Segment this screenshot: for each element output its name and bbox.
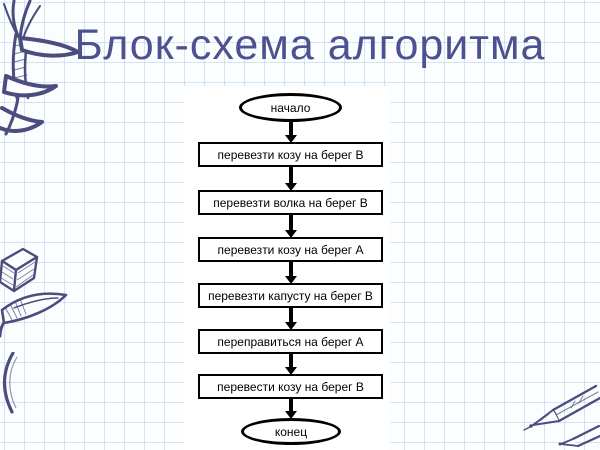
flowchart-step-label: перевезти волка на берег В (213, 195, 368, 210)
doodle-pencils-icon (523, 384, 600, 448)
flowchart-step-label: перевезти козу на берег В (217, 147, 364, 162)
flowchart-step-label: перевести козу на берег В (217, 379, 364, 394)
flowchart-step-label: перевезти козу на берег А (217, 242, 364, 257)
flowchart-step: перевезти козу на берег В (198, 142, 383, 167)
doodle-curve-icon (2, 352, 18, 414)
flowchart-step: перевезти волка на берег В (198, 190, 383, 215)
flowchart-step: перевести козу на берег В (198, 374, 383, 399)
flowchart-start-label: начало (270, 100, 311, 115)
flow-arrow-icon (284, 352, 297, 375)
flow-arrow-icon (284, 260, 297, 284)
flowchart-end-terminator: конец (241, 418, 341, 445)
page-title: Блок-схема алгоритма (74, 21, 546, 69)
flowchart-start-terminator: начало (239, 93, 342, 122)
doodle-eraser-and-brush-icon (0, 247, 68, 338)
flowchart-end-label: конец (274, 424, 308, 439)
flowchart-step-label: перевезти капусту на берег В (208, 288, 373, 303)
flow-arrow-icon (284, 122, 297, 143)
flow-arrow-icon (284, 165, 297, 191)
flow-arrow-icon (284, 213, 297, 238)
flow-arrow-icon (284, 397, 297, 419)
flowchart-step: перевезти капусту на берег В (198, 283, 383, 308)
flowchart-step-label: переправиться на берег А (217, 334, 364, 349)
flow-arrow-icon (284, 306, 297, 330)
flowchart-step: перевезти козу на берег А (198, 237, 383, 262)
flowchart-step: переправиться на берег А (198, 329, 383, 354)
